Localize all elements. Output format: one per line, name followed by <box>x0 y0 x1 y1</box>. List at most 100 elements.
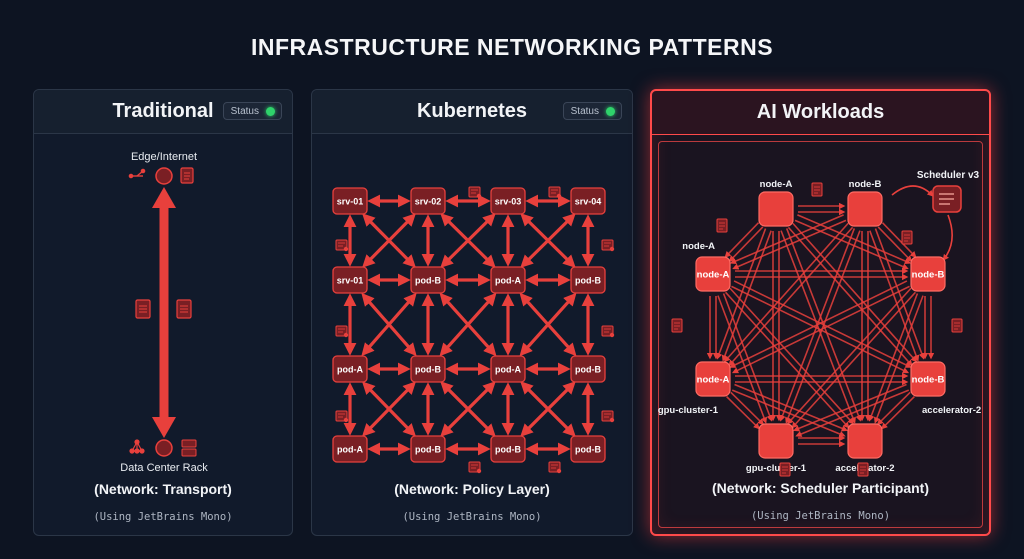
ai-inner-frame <box>658 141 983 528</box>
ai-node[interactable]: node-B <box>910 361 946 397</box>
kubernetes-mesh-diagram: srv-01 srv-02 srv-03 srv-04 srv-01 pod-B pod-A… <box>332 186 615 474</box>
server-icon <box>181 439 197 457</box>
k8s-node-label: srv-04 <box>575 197 602 207</box>
k8s-node[interactable]: pod-B <box>570 355 606 383</box>
policy-document-icon <box>335 325 349 338</box>
policy-document-shape <box>601 239 614 251</box>
panel-footer: (Network: Scheduler Participant) <box>711 480 930 496</box>
k8s-node[interactable]: pod-B <box>410 355 446 383</box>
k8s-node-box <box>410 187 446 215</box>
ai-connection-arrow <box>786 287 912 425</box>
k8s-node[interactable]: pod-B <box>570 435 606 463</box>
ai-node[interactable] <box>758 423 794 459</box>
panel-header: AI Workloads <box>652 91 989 135</box>
ai-document-shape <box>779 462 791 477</box>
policy-document-shape <box>335 239 348 251</box>
k8s-node[interactable]: srv-04 <box>570 187 606 215</box>
connection-arrow <box>362 381 416 437</box>
k8s-node-label: pod-A <box>337 365 363 375</box>
ai-connection-arrow <box>869 230 920 362</box>
k8s-node[interactable]: pod-B <box>410 266 446 294</box>
k8s-node-box <box>332 435 368 463</box>
ai-node-box <box>758 423 794 459</box>
ai-document-icon <box>779 462 791 477</box>
ai-node[interactable] <box>758 191 794 227</box>
panel-subtitle: (Using JetBrains Mono) <box>750 510 891 522</box>
ai-connection-arrow <box>791 291 917 429</box>
k8s-node[interactable]: pod-A <box>332 355 368 383</box>
policy-badge <box>343 246 349 252</box>
ai-connection-arrow <box>868 293 919 422</box>
ai-node[interactable]: node-A <box>695 256 731 292</box>
k8s-node-box <box>490 266 526 294</box>
policy-badge <box>556 468 562 474</box>
status-badge[interactable]: Status <box>222 102 282 120</box>
k8s-node-label: pod-B <box>575 365 601 375</box>
k8s-node[interactable]: pod-A <box>332 435 368 463</box>
k8s-node[interactable]: srv-01 <box>332 187 368 215</box>
k8s-node-label: pod-B <box>415 445 441 455</box>
k8s-node-box <box>570 187 606 215</box>
ai-connection-arrow <box>724 222 760 258</box>
policy-badge <box>556 193 562 199</box>
panel-title: AI Workloads <box>756 101 885 123</box>
scheduler-link-arrow <box>942 214 953 261</box>
policy-document-shape <box>548 461 561 473</box>
ai-document-shape <box>857 462 869 477</box>
ai-connection-arrow <box>733 280 912 368</box>
k8s-node-label: pod-B <box>415 276 441 286</box>
ai-node[interactable]: node-A <box>695 361 731 397</box>
arrow-head-up <box>152 187 176 208</box>
document-icon <box>176 299 192 319</box>
k8s-node[interactable]: pod-A <box>490 266 526 294</box>
policy-document-icon <box>335 239 349 252</box>
policy-document-icon <box>548 186 562 199</box>
ai-node[interactable]: node-B <box>910 256 946 292</box>
ai-node-box <box>847 191 883 227</box>
ai-node[interactable] <box>847 423 883 459</box>
status-dot-icon <box>266 107 275 116</box>
k8s-node[interactable]: pod-B <box>570 266 606 294</box>
page-title: INFRASTRUCTURE NETWORKING PATTERNS <box>250 34 774 60</box>
ai-node-inner-label: node-B <box>912 375 945 386</box>
policy-badge <box>609 246 615 252</box>
ai-connection-arrow <box>731 285 910 374</box>
ai-connection-arrow <box>792 222 918 363</box>
ai-connection-arrow <box>722 293 773 422</box>
k8s-node-box <box>490 355 526 383</box>
k8s-node-box <box>410 355 446 383</box>
k8s-node-label: pod-B <box>575 276 601 286</box>
policy-document-shape <box>335 325 348 337</box>
ai-connection-arrow <box>881 222 917 258</box>
k8s-node[interactable]: srv-01 <box>332 266 368 294</box>
ai-node-label: node-A <box>682 241 715 252</box>
ai-connection-arrow <box>728 226 764 263</box>
ai-connection-arrow <box>876 391 911 426</box>
edge-internet-label: Edge/Internet <box>131 151 197 163</box>
panel-subtitle: (Using JetBrains Mono) <box>93 511 233 523</box>
k8s-node[interactable]: pod-B <box>490 435 526 463</box>
ai-connection-arrow <box>785 230 861 424</box>
document-icon <box>135 299 151 319</box>
edge-node-icon <box>155 167 173 185</box>
panel-footer: (Network: Policy Layer) <box>394 481 550 497</box>
policy-document-shape <box>601 410 614 422</box>
k8s-node[interactable]: pod-A <box>490 355 526 383</box>
ai-node[interactable] <box>847 191 883 227</box>
k8s-node-label: pod-B <box>495 445 521 455</box>
ai-node-box <box>695 361 731 397</box>
ai-node-inner-label: node-A <box>697 375 730 386</box>
k8s-node-label: pod-A <box>337 445 363 455</box>
ai-connection-arrow <box>724 291 850 429</box>
ai-connection-arrow <box>721 230 772 362</box>
k8s-node[interactable]: srv-03 <box>490 187 526 215</box>
status-label: Status <box>570 106 599 117</box>
ai-connection-arrow <box>716 228 767 360</box>
k8s-node[interactable]: pod-B <box>410 435 446 463</box>
status-dot-icon <box>606 107 615 116</box>
policy-document-icon <box>601 325 615 338</box>
ai-connection-arrow <box>731 285 910 374</box>
k8s-node-label: pod-A <box>495 365 521 375</box>
status-badge[interactable]: Status <box>562 102 622 120</box>
k8s-node[interactable]: srv-02 <box>410 187 446 215</box>
